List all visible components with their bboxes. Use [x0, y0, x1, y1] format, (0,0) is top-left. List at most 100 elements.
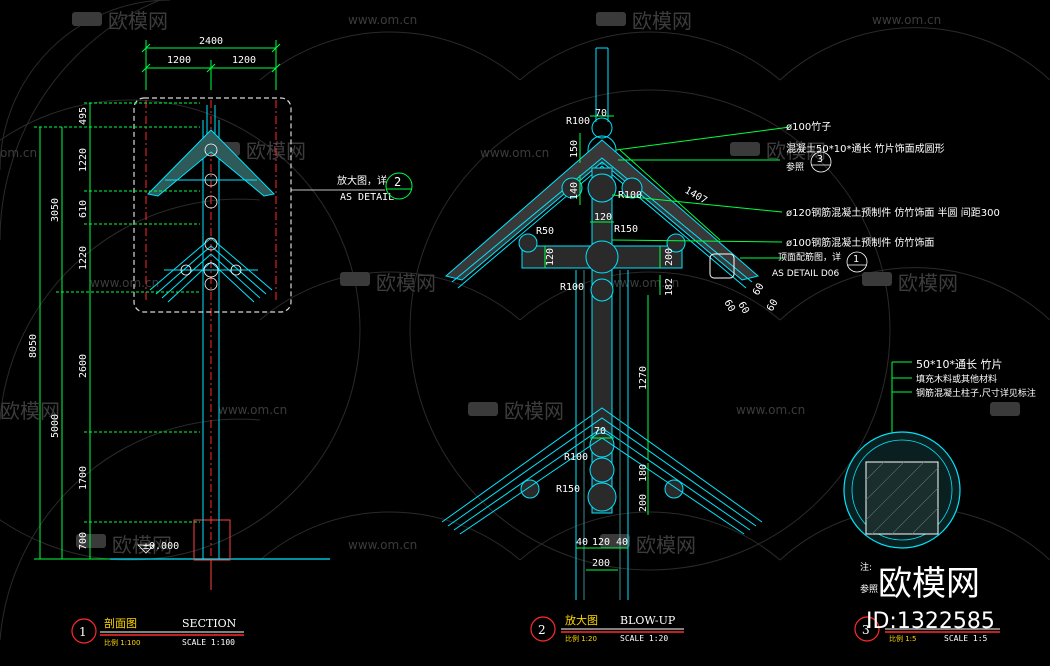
watermark-brand-text: 欧模网 — [766, 139, 826, 163]
dim-label: R100 — [564, 452, 588, 463]
title-block-en: BLOW-UP — [620, 614, 676, 627]
watermark-brand-text: 欧模网 — [108, 9, 168, 33]
lower-roof — [149, 237, 273, 303]
dim-1220-bottom: 1220 — [78, 246, 89, 270]
watermark-logo-5: 欧模网 — [340, 271, 436, 295]
note-precast-100: ø100钢筋混凝土预制件 仿竹饰面 — [786, 236, 934, 249]
detail-column-square — [865, 461, 939, 535]
detail-inner-circle — [851, 439, 953, 541]
dim-3050: 3050 — [50, 198, 61, 222]
watermark-logo-4: 欧模网 — [730, 139, 826, 163]
detail-view: 50*10*通长 竹片 填充木料或其他材料 钢筋混凝土柱子,尺寸详见标注 注: … — [843, 357, 1036, 595]
note-callout-3: 3 — [810, 151, 832, 173]
watermark-logo-2: 欧模网 — [596, 9, 692, 33]
note-bamboo-strip: 50*10*通长 竹片 — [916, 357, 1003, 371]
dim-label: 70 — [594, 426, 606, 437]
dim-label: 120 — [592, 537, 610, 548]
dim-label: 150 — [569, 140, 580, 158]
watermark-logo-7: 欧模网 — [468, 399, 564, 423]
watermark-url-text: www.om.cn — [218, 403, 287, 417]
dim-label: 40 — [576, 537, 588, 548]
dim-label: R150 — [614, 224, 638, 235]
dim-label: 200 — [592, 558, 610, 569]
title-block-scale-en: SCALE 1:5 — [944, 634, 988, 643]
dim-label: 60 — [751, 282, 767, 298]
note-rc-column: 钢筋混凝土柱子,尺寸详见标注 — [916, 387, 1036, 399]
watermark-brand-text: 欧模网 — [0, 399, 60, 423]
note-rebar-plan: 顶面配筋图，详 — [778, 251, 841, 263]
dim-label: 182 — [664, 278, 675, 296]
watermark-url-text: www.om.cn — [872, 13, 941, 27]
title-block-number: 1 — [79, 625, 87, 639]
note-bamboo: ø100竹子 — [786, 120, 831, 133]
title-block-en: SECTION — [182, 617, 237, 630]
dim-label: 60 — [735, 300, 751, 316]
watermark-logo-1: 欧模网 — [72, 9, 168, 33]
callout-circle — [385, 172, 413, 200]
title-block-number: 2 — [538, 623, 546, 637]
dim-label: 1270 — [638, 366, 649, 390]
note-fill-material: 填充木料或其他材料 — [916, 373, 997, 385]
dim-2600: 2600 — [78, 354, 89, 378]
dim-1200-left: 1200 — [167, 55, 191, 66]
dim-label: R100 — [560, 282, 584, 293]
detail-hatch — [865, 461, 939, 535]
dim-label: 120 — [545, 248, 556, 266]
dim-8050: 8050 — [28, 334, 39, 358]
brand-stamp: 欧模网 ID:1322585 — [866, 564, 995, 634]
blowup-lower-roof — [441, 270, 763, 600]
title-block-scale-en: SCALE 1:20 — [620, 634, 668, 643]
callout-text-en: AS DETAIL — [340, 192, 394, 203]
watermark-url-text: om.cn — [0, 146, 37, 160]
level-text: ±0.000 — [143, 541, 179, 552]
title-block-scale-cn: 比例 1:5 — [889, 634, 917, 643]
dim-label: 60 — [721, 298, 737, 314]
end-cap-square — [709, 253, 735, 279]
watermark-brand-text: 欧模网 — [504, 399, 564, 423]
blowup-dim-lines — [544, 115, 791, 571]
blowup-notes: ø100竹子 混凝土50*10*通长 竹片饰面成圆形 参照 ø120钢筋混凝土预… — [772, 120, 1000, 279]
watermark-url-text: www.om.cn — [480, 146, 549, 160]
dim-5000: 5000 — [50, 414, 61, 438]
note-as-detail: AS DETAIL D06 — [772, 269, 839, 279]
watermark-logo-6: 欧模网 — [862, 271, 958, 295]
dim-label: R150 — [556, 484, 580, 495]
dim-495: 495 — [78, 107, 89, 125]
dim-label: R50 — [536, 226, 554, 237]
level-marker: ±0.000 — [137, 541, 179, 554]
watermark-url-text: www.om.cn — [610, 276, 679, 290]
callout-text-cn: 放大图，详 — [337, 174, 387, 187]
dim-label: R100 — [566, 116, 590, 127]
section-view: 放大图，详 AS DETAIL 2 2400 1200 1200 — [28, 36, 413, 590]
dim-label: R100 — [618, 190, 642, 201]
blowup-joints — [518, 173, 686, 512]
title-block-cn: 剖面图 — [104, 616, 137, 630]
dim-label: 200 — [664, 248, 675, 266]
title-block-number: 3 — [862, 623, 870, 637]
dim-2400: 2400 — [199, 36, 223, 47]
dim-label: 140 — [569, 182, 580, 200]
dim-label: 70 — [595, 108, 607, 119]
section-centerlines — [145, 100, 277, 560]
brand-stamp-text: 欧模网 — [878, 564, 980, 604]
watermark-url-text: www.om.cn — [736, 403, 805, 417]
title-block-scale-cn: 比例 1:20 — [565, 634, 597, 643]
watermark-url-text: www.om.cn — [90, 276, 159, 290]
brand-stamp-id: ID:1322585 — [866, 609, 995, 634]
footing — [193, 519, 231, 561]
dim-label: 40 — [616, 537, 628, 548]
detail-footnote-1: 注: — [860, 561, 872, 573]
note-callout-1: 1 — [846, 251, 868, 273]
dim-label: 60 — [765, 298, 781, 314]
title-block-scale-en: SCALE 1:100 — [182, 638, 235, 647]
top-dimensions — [141, 40, 281, 90]
vertical-dimensions — [34, 102, 200, 560]
watermark-brand-text: 欧模网 — [632, 9, 692, 33]
blowup-top-shaft — [595, 47, 609, 122]
note-precast-120: ø120钢筋混凝土预制件 仿竹饰面 半圆 间距300 — [786, 206, 1000, 219]
blowup-view: 70 R100 150 140 R100 120 R150 R50 120 20… — [441, 47, 1000, 600]
dim-label: 200 — [638, 494, 649, 512]
callout-number: 3 — [817, 154, 823, 165]
callout-number: 2 — [394, 175, 401, 189]
